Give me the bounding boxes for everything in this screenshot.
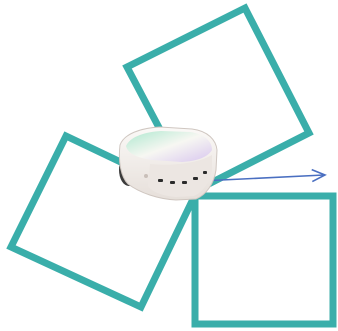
robot-front-face xyxy=(148,155,212,197)
front-sensor-1 xyxy=(158,179,163,182)
front-sensor-2 xyxy=(170,181,175,184)
thymio-robot xyxy=(118,126,218,201)
front-sensor-3 xyxy=(182,181,187,184)
front-sensor-5 xyxy=(203,171,207,174)
lower-right-square xyxy=(191,192,337,328)
front-sensor-4 xyxy=(193,177,198,180)
heading-arrow xyxy=(200,168,327,183)
robot-top-surface xyxy=(126,131,212,162)
robot-led xyxy=(144,174,148,178)
